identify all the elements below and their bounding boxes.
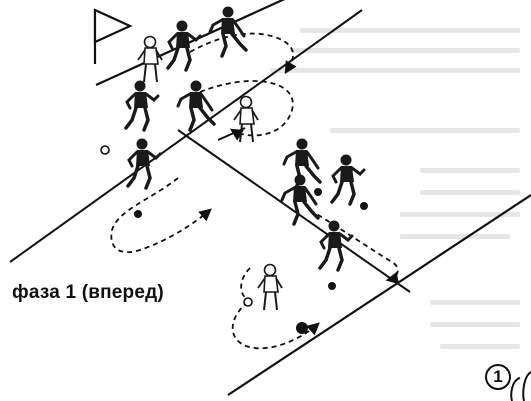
runner-figure-icon	[280, 172, 320, 226]
path-bottom-loop	[231, 301, 320, 350]
runner-figure-icon	[126, 136, 162, 190]
path-upper-loop	[189, 32, 297, 75]
runner-figure-icon	[166, 18, 202, 72]
runner-figure-icon	[124, 78, 160, 132]
ball-icon	[243, 297, 253, 307]
court-line-front	[227, 194, 531, 396]
balls	[100, 145, 368, 334]
runner-figure-icon	[233, 95, 259, 143]
runner-figure-icon	[137, 35, 163, 83]
flag-icon	[93, 8, 133, 64]
court-line-lower	[177, 129, 411, 293]
ball-icon	[134, 210, 142, 218]
ball-icon	[328, 282, 336, 290]
runner-figure-icon	[257, 263, 283, 311]
partial-symbol	[510, 371, 531, 401]
court-line-upper	[95, 0, 286, 87]
runner-figures	[124, 4, 366, 311]
court-lines	[9, 0, 531, 396]
circled-number-icon: 1	[485, 364, 511, 390]
phase-caption: фаза 1 (вперед)	[12, 282, 164, 303]
path-middle-loop	[199, 80, 294, 141]
ball-icon	[314, 188, 322, 196]
ball-icon	[100, 145, 110, 155]
ball-icon	[296, 322, 308, 334]
path-ball-run	[240, 267, 253, 301]
ball-icon	[360, 202, 368, 210]
runner-figure-icon	[330, 152, 366, 206]
runner-figure-icon	[318, 218, 354, 272]
path-left-loop	[110, 177, 212, 254]
